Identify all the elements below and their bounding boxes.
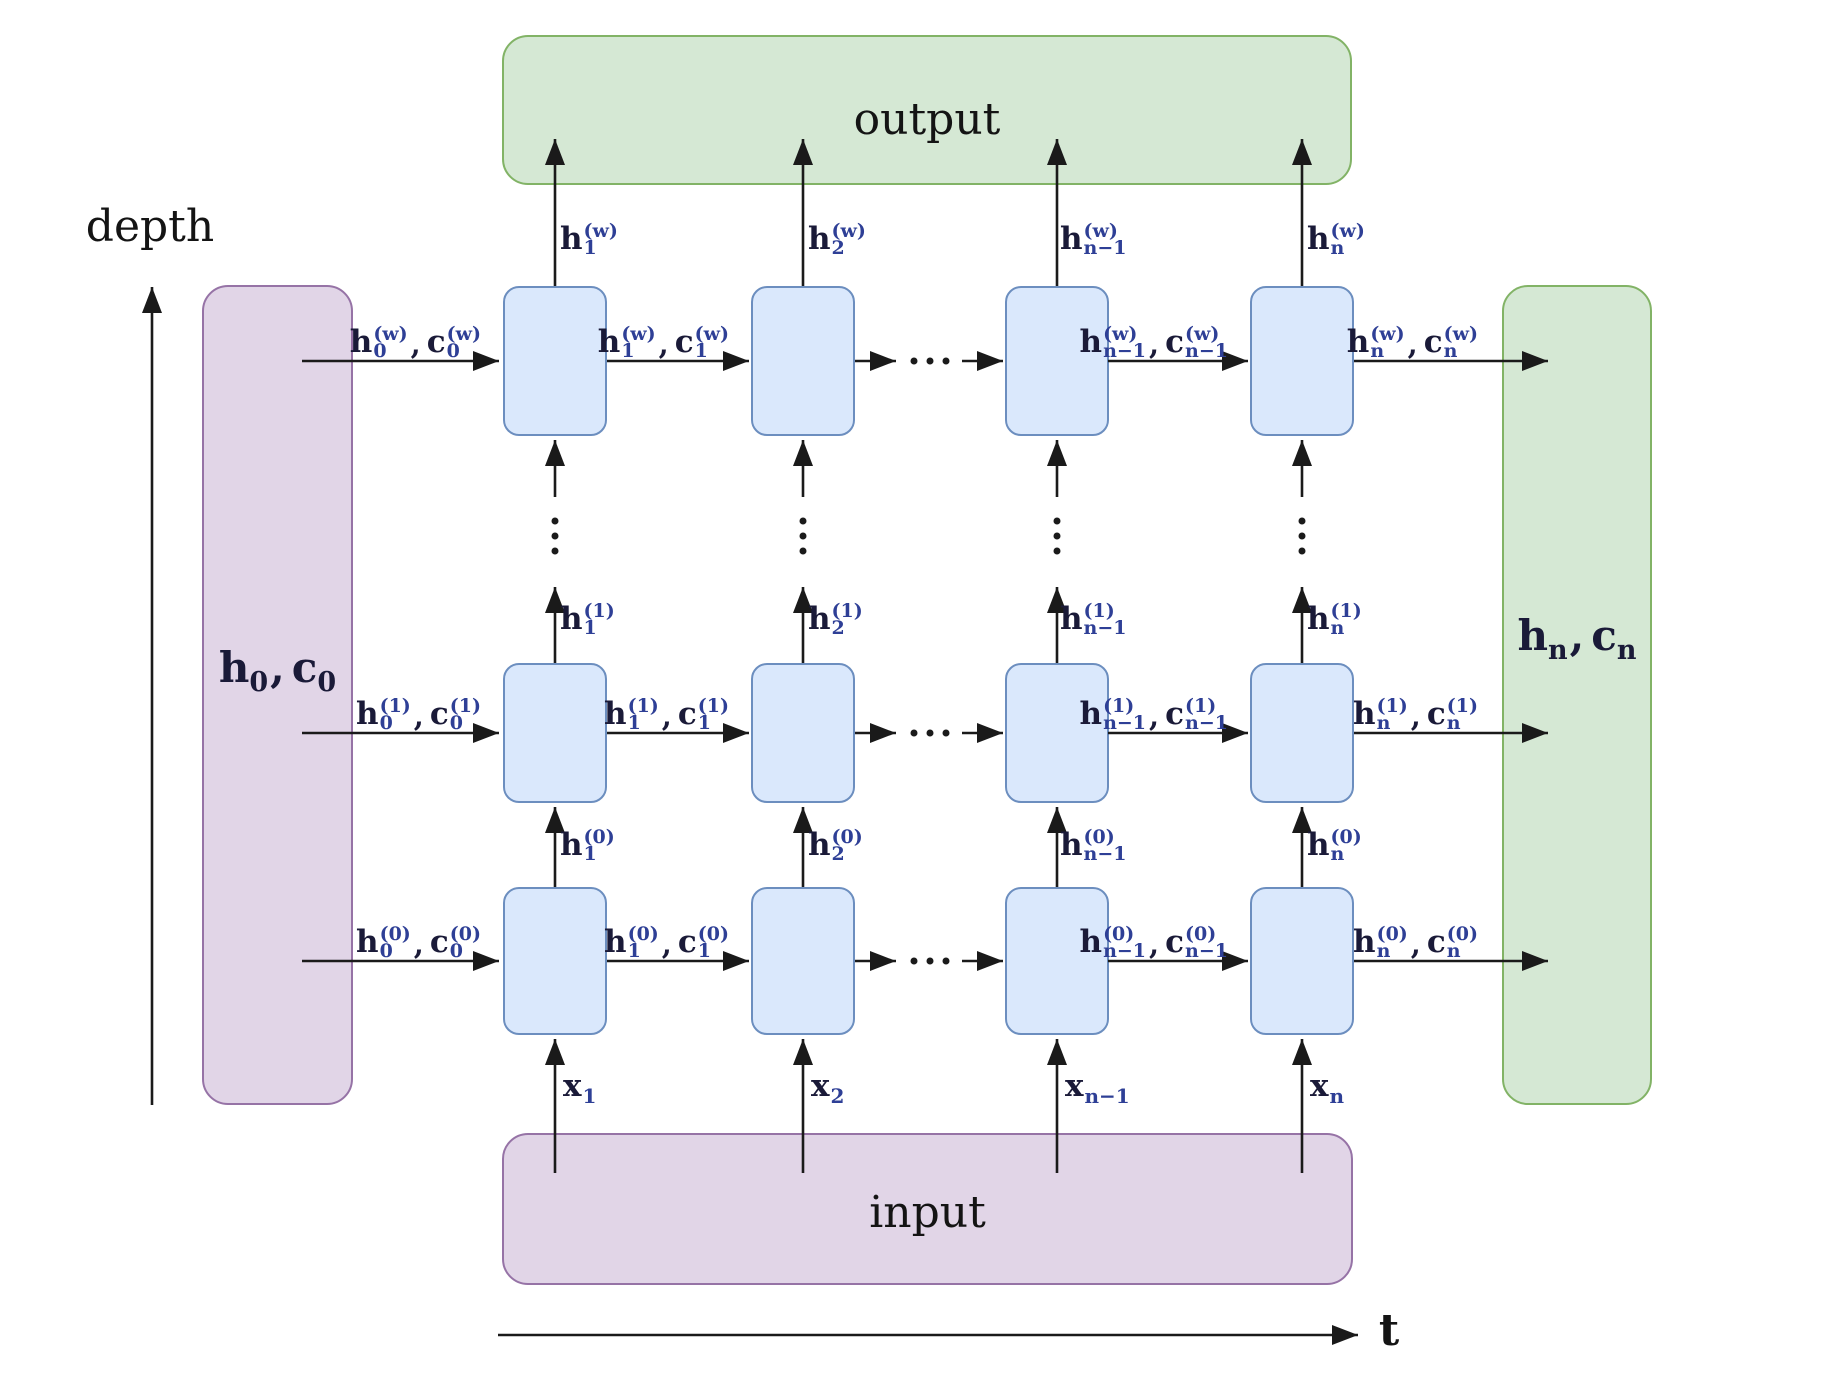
lstm-cell-row1-col2 [751, 663, 855, 803]
arrow-label-hncn-0: h(0)n,c(0)n [1353, 923, 1478, 962]
hidden-label-h1-w: h(w)1 [560, 220, 618, 259]
lstm-cell-row1-col1 [503, 663, 607, 803]
arrow-label-hn1cn1-0: h(0)n−1,c(0)n−1 [1079, 923, 1228, 962]
lstm-cell-row1-col4 [1250, 663, 1354, 803]
arrow-label-h1c1-0: h(0)1,c(0)1 [604, 923, 729, 962]
arrow-label-h1c1-w: h(w)1,c(w)1 [597, 323, 729, 362]
arrow-label-h1c1-1: h(1)1,c(1)1 [604, 695, 729, 734]
input-box-label: input [869, 1187, 986, 1238]
output-box-label: output [853, 94, 1001, 145]
lstm-cell-row0-col2 [751, 887, 855, 1035]
arrow-label-hncn-1: h(1)n,c(1)n [1353, 695, 1478, 734]
lstm-cell-row0-col1 [503, 887, 607, 1035]
lstm-cell-row1-col3 [1005, 663, 1109, 803]
arrow-label-hn1cn1-1: h(1)n−1,c(1)n−1 [1079, 695, 1228, 734]
input-box [502, 1133, 1353, 1285]
hidden-label-h2-w: h(w)2 [808, 220, 866, 259]
hidden-label-hn-0: h(0)n [1307, 826, 1362, 865]
lstm-cell-roww-col4 [1250, 286, 1354, 436]
hidden-label-hn1-1: h(1)n−1 [1060, 600, 1127, 639]
arrow-label-h0c0-0: h(0)0,c(0)0 [356, 923, 481, 962]
ellipsis-dots [551, 357, 1306, 965]
hidden-label-h1-0: h(0)1 [560, 826, 615, 865]
lstm-cell-row0-col4 [1250, 887, 1354, 1035]
time-axis-label: t [1378, 1305, 1400, 1356]
hidden-label-h1-1: h(1)1 [560, 600, 615, 639]
hidden-label-hn-w: h(w)n [1307, 220, 1365, 259]
hidden-label-hn1-w: h(w)n−1 [1060, 220, 1127, 259]
hidden-label-h2-0: h(0)2 [808, 826, 863, 865]
final-state-box [1502, 285, 1652, 1105]
lstm-cell-row0-col3 [1005, 887, 1109, 1035]
output-box [502, 35, 1352, 185]
lstm-cell-roww-col2 [751, 286, 855, 436]
lstm-cell-roww-col1 [503, 286, 607, 436]
initial-state-box [202, 285, 353, 1105]
arrow-label-h0c0-1: h(1)0,c(1)0 [356, 695, 481, 734]
arrow-label-h0c0-w: h(w)0,c(w)0 [349, 323, 481, 362]
depth-axis-label: depth [85, 201, 215, 252]
arrow-label-hncn-w: h(w)n,c(w)n [1346, 323, 1478, 362]
hidden-label-h2-1: h(1)2 [808, 600, 863, 639]
arrow-label-hn1cn1-w: h(w)n−1,c(w)n−1 [1079, 323, 1228, 362]
lstm-cell-roww-col3 [1005, 286, 1109, 436]
hidden-label-hn1-0: h(0)n−1 [1060, 826, 1127, 865]
hidden-label-hn-1: h(1)n [1307, 600, 1362, 639]
